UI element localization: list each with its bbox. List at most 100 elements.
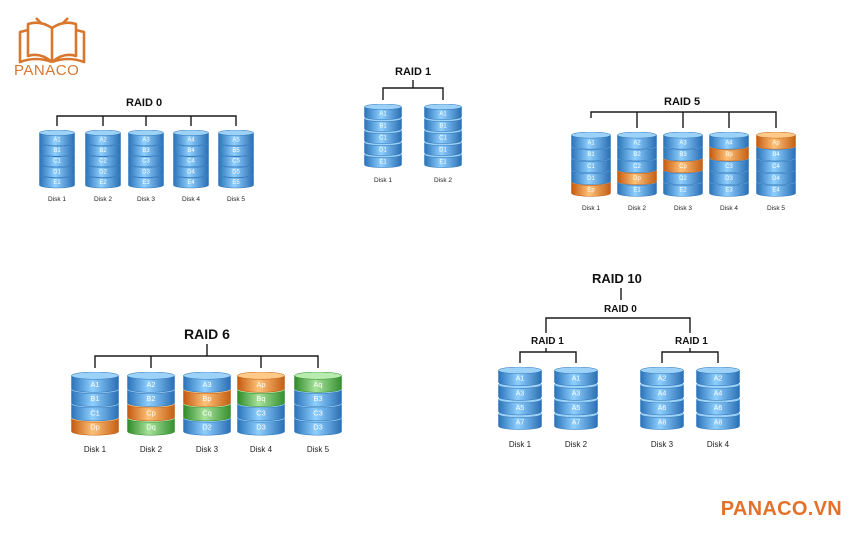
raid6-disk-3-label: Disk 3 <box>195 445 219 455</box>
svg-text:D1: D1 <box>53 169 61 175</box>
raid6-disk-4: D3 C3 Bq Ap <box>237 372 285 436</box>
svg-text:C4: C4 <box>187 159 195 165</box>
svg-text:D5: D5 <box>232 169 240 175</box>
raid6-title: RAID 6 <box>184 326 230 342</box>
raid10-disk-4: A8 A6 A4 A2 <box>696 367 740 430</box>
raid5-title: RAID 5 <box>664 96 701 108</box>
svg-text:B1: B1 <box>587 152 595 158</box>
svg-text:C1: C1 <box>90 408 100 417</box>
svg-text:Ap: Ap <box>256 380 265 389</box>
svg-text:C2: C2 <box>99 159 107 165</box>
svg-text:A4: A4 <box>725 140 733 146</box>
svg-text:E4: E4 <box>187 180 195 186</box>
raid0-disk-4-label: Disk 4 <box>181 195 201 203</box>
svg-text:A3: A3 <box>572 390 581 397</box>
open-book-icon <box>18 17 86 64</box>
raid10-disk-2-block-1: A1 <box>554 367 598 386</box>
svg-text:A8: A8 <box>714 419 723 426</box>
svg-text:A3: A3 <box>202 380 211 389</box>
raid10-group2-title: RAID 1 <box>675 336 708 347</box>
svg-text:Cq: Cq <box>202 408 212 417</box>
svg-text:E2: E2 <box>679 188 687 194</box>
raid5-disk-2-block-1: A2 <box>617 132 657 150</box>
svg-text:A6: A6 <box>658 405 667 412</box>
raid5-disk-4-block-1: A4 <box>709 132 749 150</box>
raid6-disk-3-block-1: A3 <box>183 372 231 393</box>
raid10-title: RAID 10 <box>592 271 642 286</box>
svg-text:B2: B2 <box>633 152 641 158</box>
svg-text:A1: A1 <box>516 376 525 383</box>
raid6-disk-2-block-1: A2 <box>127 372 175 393</box>
raid0-disk-1: E1 D1 C1 B1 A1 <box>39 130 75 189</box>
svg-text:A3: A3 <box>142 137 150 143</box>
raid10-disk-1-label: Disk 1 <box>508 440 532 450</box>
logo-text: PANACO <box>14 62 80 79</box>
svg-text:C3: C3 <box>256 408 266 417</box>
raid5-disk-3-block-1: A3 <box>663 132 703 150</box>
svg-text:A2: A2 <box>658 376 667 383</box>
svg-text:C1: C1 <box>439 135 447 141</box>
svg-text:D1: D1 <box>587 176 595 182</box>
raid5-disk-4: E3 D3 C3 Bp A4 <box>709 132 749 197</box>
svg-text:C1: C1 <box>587 164 595 170</box>
raid5-disk-1-block-1: A1 <box>571 132 611 150</box>
raid5-disk-1: Ep D1 C1 B1 A1 <box>571 132 611 197</box>
raid5-disk-5-block-1: Ap <box>756 132 796 150</box>
svg-text:A6: A6 <box>714 405 723 412</box>
raid1-disk-2-block-3: C1 <box>424 127 462 144</box>
svg-text:B3: B3 <box>313 394 322 403</box>
svg-text:E4: E4 <box>772 188 780 194</box>
svg-text:A1: A1 <box>53 137 61 143</box>
svg-text:E5: E5 <box>232 180 240 186</box>
raid0-disk-4-block-1: A4 <box>173 130 209 146</box>
raid10-disk-1: A7 A5 A3 A1 <box>498 367 542 430</box>
raid0-disk-5-block-1: A5 <box>218 130 254 146</box>
raid0-disk-3-block-1: A3 <box>128 130 164 146</box>
svg-text:E3: E3 <box>142 180 150 186</box>
raid0-title: RAID 0 <box>126 97 163 109</box>
raid6-disk-5-label: Disk 5 <box>306 445 330 455</box>
svg-text:Dp: Dp <box>633 176 641 182</box>
svg-text:Bp: Bp <box>725 152 733 158</box>
svg-text:A2: A2 <box>99 137 107 143</box>
raid1-disk-2-label: Disk 2 <box>433 176 453 184</box>
svg-text:A3: A3 <box>679 140 687 146</box>
svg-text:A2: A2 <box>146 380 155 389</box>
raid0-disk-1-label: Disk 1 <box>47 195 67 203</box>
svg-text:E1: E1 <box>633 188 641 194</box>
svg-text:D1: D1 <box>439 147 447 153</box>
raid1-disk-1-label: Disk 1 <box>373 176 393 184</box>
svg-text:Bp: Bp <box>202 394 211 403</box>
raid0-disk-5: E5 D5 C5 B5 A5 <box>218 130 254 189</box>
raid6-disk-1-label: Disk 1 <box>83 445 107 455</box>
svg-text:Dp: Dp <box>90 423 100 432</box>
raid1-disk-1-block-1: A1 <box>364 104 402 120</box>
svg-text:A1: A1 <box>572 376 581 383</box>
raid5-disk-2-label: Disk 2 <box>627 204 647 212</box>
raid0-disk-2-block-1: A2 <box>85 130 121 146</box>
raid6-disk-4-label: Disk 4 <box>249 445 273 455</box>
svg-text:D3: D3 <box>725 176 733 182</box>
raid0-disk-2-label: Disk 2 <box>93 195 113 203</box>
svg-text:A5: A5 <box>572 405 581 412</box>
raid1-disk-1: E1 D1 C1 B1 A1 <box>364 104 402 168</box>
raid10-disk-2-label: Disk 2 <box>564 440 588 450</box>
raid1-title: RAID 1 <box>395 66 432 78</box>
svg-text:A2: A2 <box>714 376 723 383</box>
svg-text:C2: C2 <box>633 164 641 170</box>
svg-text:A7: A7 <box>516 419 525 426</box>
svg-text:B4: B4 <box>187 148 195 154</box>
raid6-disk-1-block-1: A1 <box>71 372 119 393</box>
watermark: PANACO.VN <box>720 498 842 520</box>
raid0-disk-3: E3 D3 C3 B3 A3 <box>128 130 164 189</box>
svg-text:A1: A1 <box>379 111 387 117</box>
svg-text:E3: E3 <box>725 188 733 194</box>
svg-text:B4: B4 <box>772 152 780 158</box>
svg-text:A5: A5 <box>516 405 525 412</box>
svg-text:A5: A5 <box>232 137 240 143</box>
svg-text:B2: B2 <box>99 148 107 154</box>
svg-text:C4: C4 <box>772 164 780 170</box>
raid5-disk-1-label: Disk 1 <box>581 204 601 212</box>
svg-text:B1: B1 <box>53 148 61 154</box>
